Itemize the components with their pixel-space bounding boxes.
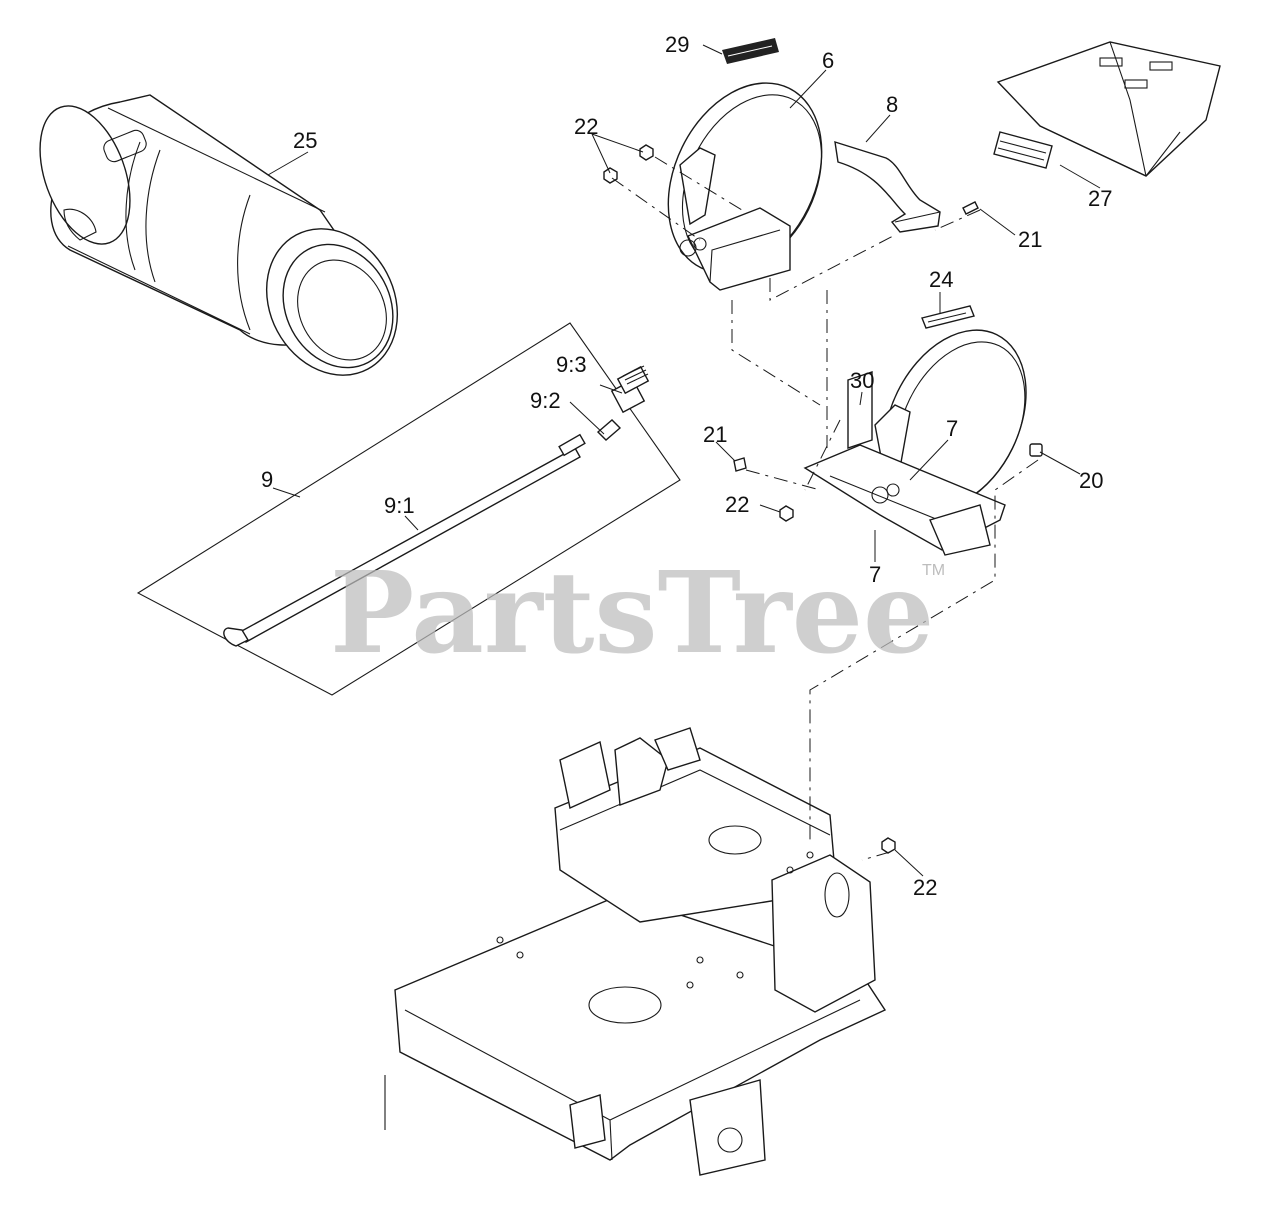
callout-7-strap: 7 — [946, 416, 958, 441]
callout-24: 24 — [929, 267, 953, 292]
decal-29 — [722, 38, 779, 64]
callout-9-2: 9:2 — [530, 388, 561, 413]
assembly-lines — [611, 156, 1039, 861]
callout-30: 30 — [850, 368, 874, 393]
callout-29: 29 — [665, 32, 689, 57]
callout-9: 9 — [261, 467, 273, 492]
watermark-brand: PartsTree — [330, 548, 934, 679]
callout-25: 25 — [293, 128, 317, 153]
propane-tank — [39, 94, 399, 376]
callout-21-lower: 21 — [703, 422, 727, 447]
callout-9-1: 9:1 — [384, 493, 415, 518]
callout-22-middle: 22 — [725, 492, 749, 517]
callout-7-bracket: 7 — [869, 562, 881, 587]
callout-21-upper: 21 — [1018, 227, 1042, 252]
nut-22-lower — [881, 837, 896, 854]
hose-assembly — [136, 322, 681, 696]
callout-6: 6 — [822, 48, 834, 73]
callout-labels: 25 29 6 8 22 27 21 24 9:3 9:2 30 7 21 20… — [261, 32, 1112, 900]
callout-8: 8 — [886, 92, 898, 117]
decal-24 — [921, 305, 975, 329]
bolt-21-upper — [962, 201, 979, 215]
decal-27 — [993, 131, 1053, 169]
watermark: PartsTree TM — [330, 548, 945, 679]
control-cover — [996, 41, 1221, 177]
mounting-plate — [834, 140, 941, 233]
bolt-21-lower — [733, 457, 747, 472]
leader-lines — [267, 44, 1101, 877]
lower-tank-bracket — [803, 329, 1027, 556]
watermark-trademark: TM — [922, 562, 945, 579]
nut-22-upper — [603, 144, 654, 184]
upper-tank-bracket — [667, 82, 823, 291]
nut-22-middle — [779, 505, 794, 522]
callout-27: 27 — [1088, 186, 1112, 211]
callout-22-lower: 22 — [913, 875, 937, 900]
callout-9-3: 9:3 — [556, 352, 587, 377]
mower-frame — [384, 727, 887, 1176]
callout-22-upper: 22 — [574, 114, 598, 139]
bolt-20 — [1029, 443, 1043, 457]
callout-20: 20 — [1079, 468, 1103, 493]
